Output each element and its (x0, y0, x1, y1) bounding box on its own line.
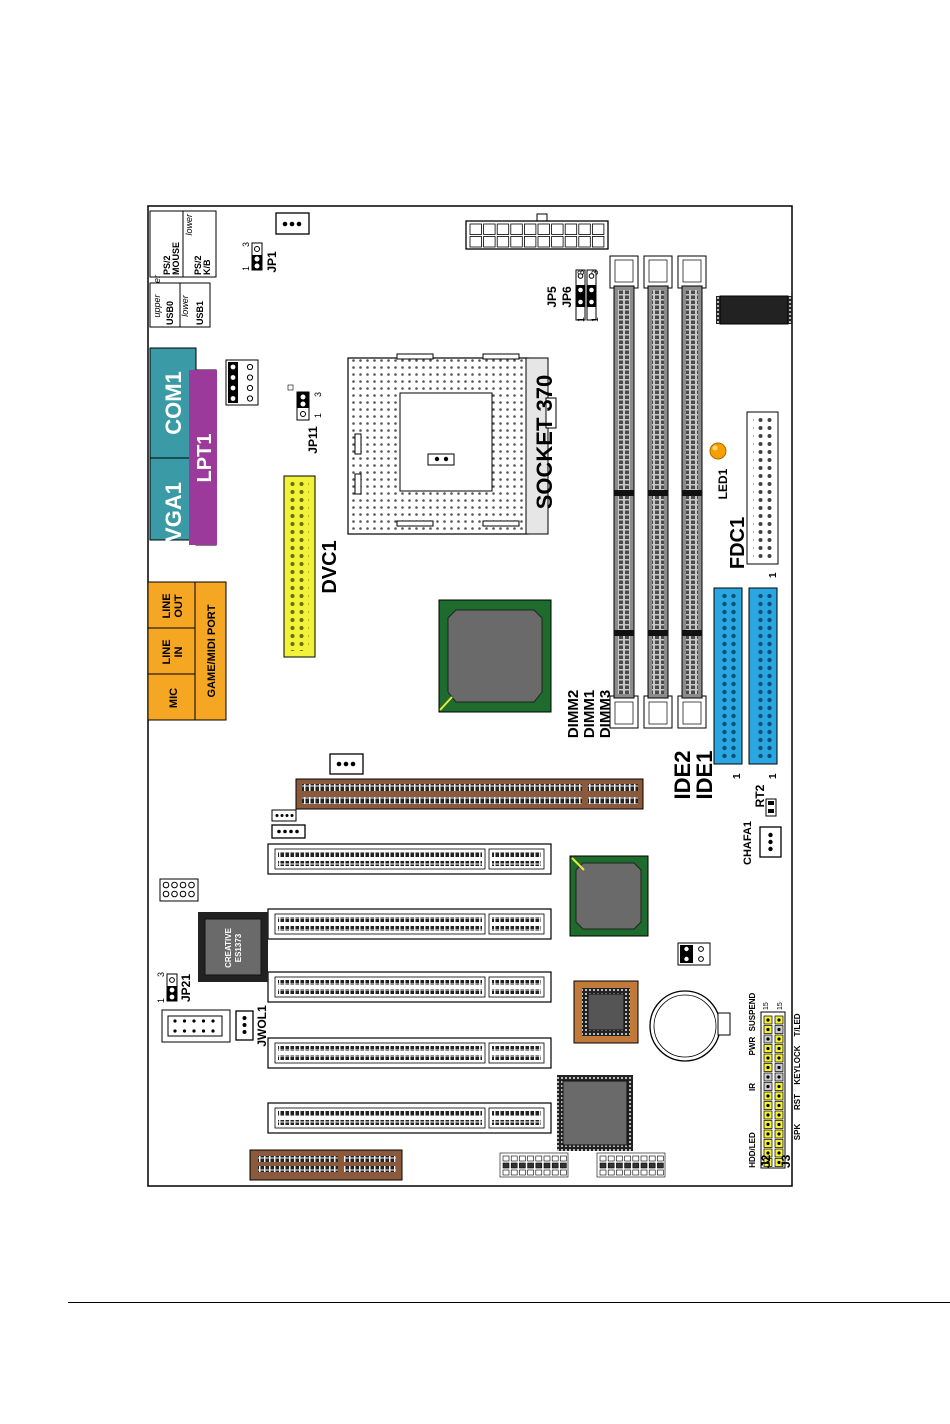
svg-text:1: 1 (768, 572, 779, 578)
game-midi-label: GAME/MIDI PORT (206, 604, 218, 697)
dvc1-label: DVC1 (319, 540, 341, 593)
svg-text:15: 15 (763, 1002, 770, 1010)
usb-ports: upper USB0 lower USB1 (150, 283, 210, 327)
southbridge-chip (570, 856, 648, 936)
line-out-label: LINEOUT (161, 593, 185, 618)
dimm2-label: DIMM2 (565, 690, 582, 738)
usb0-label: USB0 (165, 301, 175, 325)
svg-text:1: 1 (768, 773, 779, 779)
lpt1-port: LPT1 (189, 370, 217, 545)
svg-text:15: 15 (777, 1002, 784, 1010)
superio-chip (557, 1075, 633, 1151)
svg-text:1: 1 (732, 773, 743, 779)
jp1-label: JP1 (265, 251, 279, 273)
jp6-label: JP6 (560, 286, 574, 308)
svg-text:3: 3 (590, 270, 600, 275)
jp5-label: JP5 (545, 286, 559, 308)
creative-audio-chip: CREATIVEES1373 (198, 912, 268, 982)
fdc1-label: FDC1 (727, 517, 749, 569)
svg-text:1: 1 (590, 317, 600, 322)
svg-text:3: 3 (156, 972, 166, 977)
jwol1-label: JWOL1 (255, 1005, 269, 1047)
svg-text:COM1: COM1 (161, 371, 186, 435)
svg-text:IR: IR (748, 1083, 757, 1091)
northbridge-chip (439, 600, 551, 712)
footer-rule (68, 1302, 950, 1303)
chafa1-label: CHAFA1 (742, 821, 754, 865)
audio-ports: LINEOUT LINEIN MIC GAME/MIDI PORT (148, 582, 226, 720)
plcc-chip (574, 981, 638, 1043)
svg-text:VGA1: VGA1 (161, 482, 186, 542)
svg-text:KEYLOCK: KEYLOCK (793, 1045, 802, 1084)
socket-label: SOCKET 370 (532, 375, 557, 510)
j2-label: J2 (759, 1154, 773, 1168)
usb-upper-label: upper (152, 293, 162, 317)
header-8pin-left (160, 879, 198, 901)
agp-slot (296, 779, 643, 809)
svg-text:3: 3 (313, 392, 323, 397)
socket-370: SOCKET 370 (348, 354, 557, 534)
rt2-label: RT2 (753, 784, 767, 807)
ir-header-box (162, 1010, 230, 1042)
svg-text:SPK: SPK (793, 1124, 802, 1141)
usb-lower-label: lower (180, 294, 190, 317)
svg-text:T/LED: T/LED (793, 1013, 802, 1036)
dimm1-label: DIMM1 (581, 690, 598, 738)
svg-text:HDD/LED: HDD/LED (748, 1132, 757, 1168)
cnr-slot (250, 1150, 402, 1180)
led1-label: LED1 (716, 468, 730, 499)
svg-text:SUSPEND: SUSPEND (748, 992, 757, 1031)
svg-text:1: 1 (313, 413, 323, 418)
jp21-label: JP21 (179, 974, 193, 1002)
svg-text:RST: RST (793, 1094, 802, 1110)
jumper-pair-mid (678, 943, 710, 965)
usb1-label: USB1 (195, 301, 205, 325)
jp11-label: JP11 (306, 426, 320, 454)
bios-chip (716, 296, 792, 324)
dimm3-label: DIMM3 (597, 690, 614, 738)
fan-header-top (276, 213, 309, 234)
svg-text:1: 1 (576, 317, 586, 322)
header-6pin-left (226, 360, 258, 405)
svg-text:1: 1 (156, 998, 166, 1003)
svg-text:PWR: PWR (748, 1036, 757, 1055)
svg-text:1: 1 (241, 266, 251, 271)
ps2-lower-label: lower (184, 213, 194, 236)
j3-label: J3 (779, 1154, 793, 1168)
jwol1-header: JWOL1 (236, 1005, 269, 1047)
mic-label: MIC (168, 688, 180, 708)
svg-text:3: 3 (241, 242, 251, 247)
svg-text:3: 3 (576, 270, 586, 275)
svg-text:LPT1: LPT1 (194, 434, 216, 483)
fan-header-mid (330, 754, 363, 774)
ide1-label: IDE1 (692, 751, 717, 800)
